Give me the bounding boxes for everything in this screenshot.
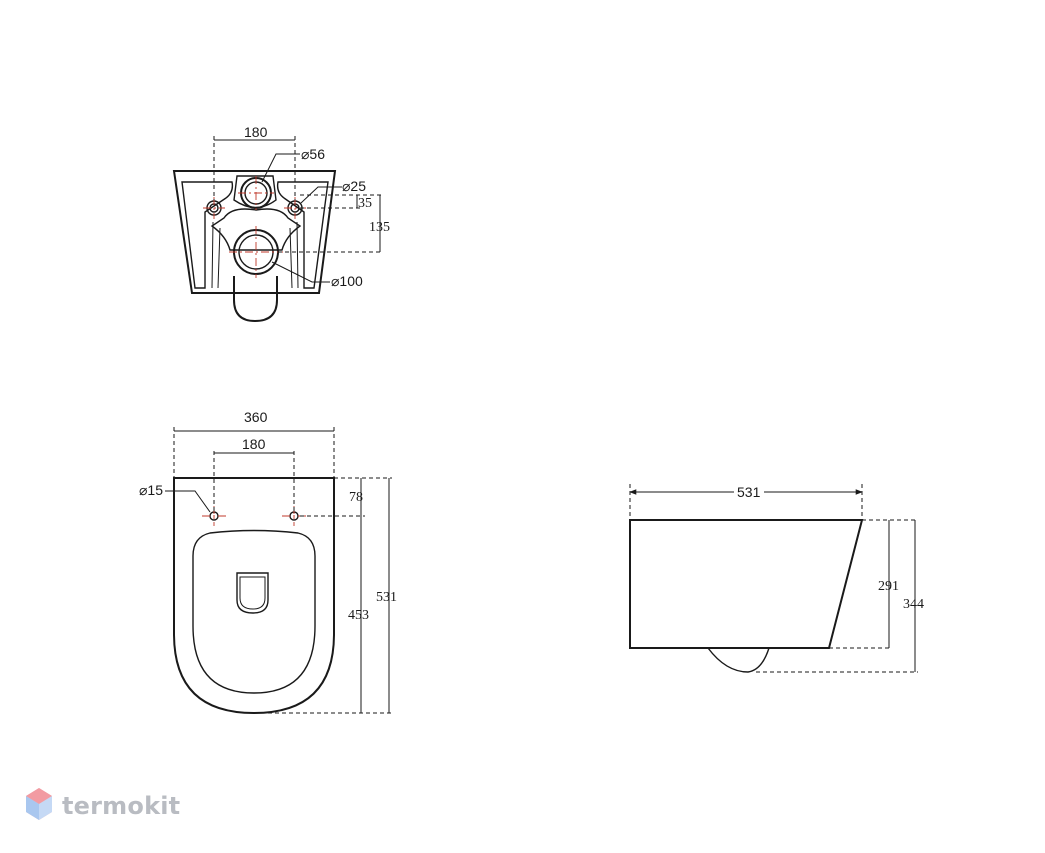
plan-flush-hole-inner (239, 576, 266, 610)
rear-bridge (210, 208, 302, 251)
rear-dim-inlet-offset: 35 (358, 196, 372, 211)
rear-dim-drain-dia: ⌀100 (331, 273, 363, 289)
rear-view: 180 ⌀56 ⌀25 35 135 ⌀100 (172, 124, 390, 323)
plan-dim-total-width: 360 (244, 409, 268, 425)
rear-left-frame (181, 181, 234, 289)
plan-dim-bolt-offset: 78 (349, 490, 363, 505)
plan-dim-bolt-dia: ⌀15 (139, 482, 163, 498)
rear-dim-outlet-dia: ⌀56 (301, 146, 325, 162)
side-dim-height: 291 (878, 579, 899, 594)
rear-dim-width: 180 (244, 124, 268, 140)
plan-dim-total-length: 531 (376, 590, 397, 605)
plan-dim-bowl-length: 453 (348, 608, 369, 623)
rear-centerlines (203, 176, 306, 278)
side-spout (707, 647, 770, 673)
plan-flush-hole (236, 572, 269, 614)
plan-bolt-centerlines (202, 506, 306, 526)
rear-dim-drain-height: 135 (369, 220, 390, 235)
hexagon-cube-icon (26, 788, 52, 820)
side-view: 531 291 344 (629, 483, 924, 673)
plan-view: 360 180 ⌀15 78 453 531 (139, 409, 397, 715)
watermark: termokit (24, 786, 180, 826)
rear-dim-inlet-dia: ⌀25 (342, 178, 366, 194)
rear-spout (233, 276, 278, 323)
rear-left-inner (211, 221, 221, 289)
plan-bowl-rim (192, 529, 316, 694)
side-dim-total-height: 344 (903, 597, 924, 612)
watermark-text: termokit (62, 792, 181, 820)
rear-right-frame (276, 181, 329, 289)
plan-body-outline (173, 477, 335, 715)
plan-dim-bolt-spacing: 180 (242, 436, 266, 452)
side-body-outline (629, 519, 864, 649)
rear-body-outline (172, 170, 337, 294)
rear-right-inner (289, 221, 299, 289)
side-dim-length: 531 (737, 484, 761, 500)
